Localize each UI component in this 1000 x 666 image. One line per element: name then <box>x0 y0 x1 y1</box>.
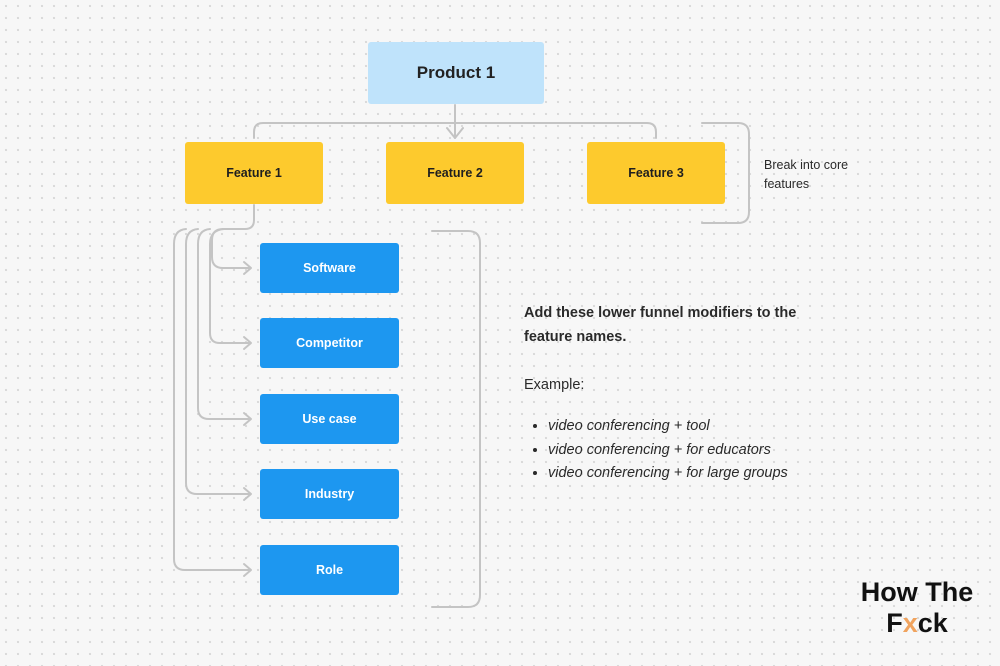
brand-line-2-start: F <box>886 608 903 638</box>
modifier-label: Role <box>315 563 344 577</box>
modifier-label: Industry <box>304 487 355 501</box>
connector-arrowhead <box>446 127 464 139</box>
features-note: Break into core features <box>764 158 849 191</box>
product-node: Product 1 <box>368 42 544 104</box>
connector-feature-usecase <box>197 228 251 420</box>
modifiers-callout: Add these lower funnel modifiers to the … <box>524 301 804 486</box>
feature-label: Feature 2 <box>427 166 483 180</box>
modifier-label: Competitor <box>296 336 363 350</box>
feature-node-3: Feature 3 <box>587 142 725 204</box>
feature-label: Feature 3 <box>628 166 684 180</box>
callout-example-item: video conferencing + for educators <box>548 439 804 463</box>
connector-feature-role <box>173 228 251 571</box>
brand-line-2-accent: x <box>902 608 918 638</box>
brand-line-2: Fxck <box>842 608 992 639</box>
modifier-label: Use case <box>302 412 357 426</box>
connector-feature-industry <box>185 228 251 495</box>
modifier-node-use-case: Use case <box>260 394 399 444</box>
feature-node-2: Feature 2 <box>386 142 524 204</box>
modifier-node-role: Role <box>260 545 399 595</box>
modifier-node-industry: Industry <box>260 469 399 519</box>
modifier-node-software: Software <box>260 243 399 293</box>
modifier-label: Software <box>303 261 356 275</box>
feature-label: Feature 1 <box>226 166 282 180</box>
callout-example-item: video conferencing + tool <box>548 415 804 439</box>
callout-heading: Add these lower funnel modifiers to the … <box>524 305 797 345</box>
feature-bracket <box>701 122 750 224</box>
connector-feature-competitor <box>209 228 251 344</box>
brand-logo: How The Fxck <box>842 577 992 639</box>
connector-feature-software <box>211 204 255 269</box>
feature-node-1: Feature 1 <box>185 142 323 204</box>
brand-line-2-end: ck <box>917 608 948 638</box>
callout-example-label: Example: <box>524 377 585 393</box>
callout-example-item: video conferencing + for large groups <box>548 462 804 486</box>
product-label: Product 1 <box>416 63 496 82</box>
modifier-bracket <box>431 230 481 608</box>
brand-line-1: How The <box>860 577 974 607</box>
callout-example-list: video conferencing + tool video conferen… <box>524 415 804 486</box>
modifier-node-competitor: Competitor <box>260 318 399 368</box>
